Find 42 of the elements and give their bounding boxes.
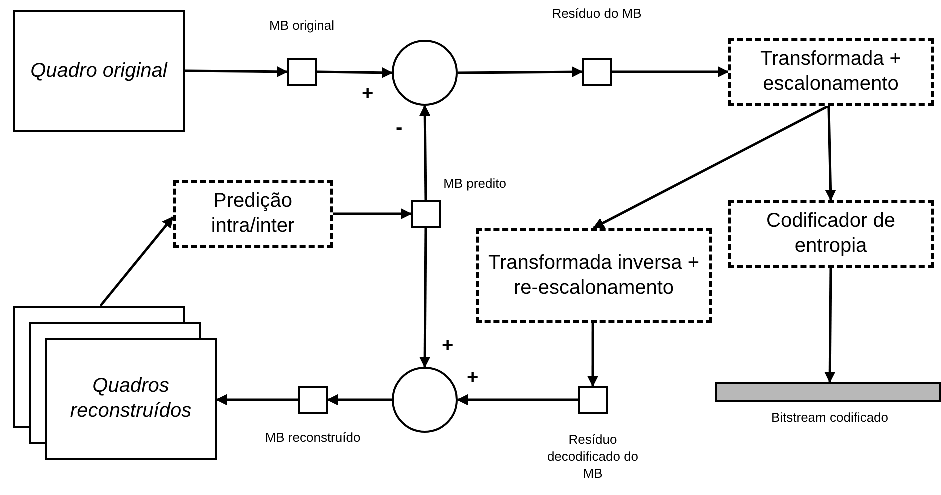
node-caption: Resíduo decodificado do MB	[546, 432, 640, 483]
node-caption: MB reconstruído	[264, 430, 362, 447]
block-square	[582, 58, 612, 86]
node-caption: Bitstream codificado	[770, 410, 890, 427]
arrow	[593, 104, 830, 230]
arrow	[419, 104, 431, 200]
block-square	[411, 200, 441, 228]
sign-label: +	[467, 368, 479, 388]
arrow	[184, 66, 288, 78]
node-caption: MB predito	[442, 176, 508, 193]
arrow	[458, 66, 584, 78]
block-square	[287, 58, 317, 86]
bitstream-bar	[715, 382, 941, 402]
box-label: Codificador de entropia	[766, 209, 896, 259]
sign-label: -	[396, 118, 403, 138]
arrow	[824, 268, 836, 384]
box-label: Transformada + escalonamento	[760, 47, 902, 97]
block-square	[298, 386, 328, 414]
arrow	[612, 66, 730, 78]
arrow	[326, 394, 392, 406]
sign-label: +	[442, 336, 454, 356]
process-box	[13, 10, 185, 132]
arrow	[825, 106, 836, 202]
sign-label: +	[362, 84, 374, 104]
box-label: Quadros reconstruídos	[69, 374, 193, 424]
arrow	[456, 394, 578, 406]
process-box	[728, 200, 934, 268]
process-box	[476, 228, 712, 323]
arrow	[587, 323, 599, 388]
box-label: Transformada inversa + re-escalonamento	[487, 250, 700, 300]
box-label: Quadro original	[30, 58, 168, 84]
process-box	[173, 180, 333, 248]
arrow	[216, 394, 298, 406]
arrow	[333, 208, 412, 220]
node-caption: MB original	[268, 18, 336, 35]
block-square	[578, 386, 608, 414]
arrow	[316, 67, 394, 78]
node-caption: Resíduo do MB	[552, 6, 642, 23]
arrow	[100, 216, 174, 307]
box-label: Predição intra/inter	[210, 189, 296, 239]
arrow	[419, 228, 431, 368]
process-box	[728, 38, 934, 106]
